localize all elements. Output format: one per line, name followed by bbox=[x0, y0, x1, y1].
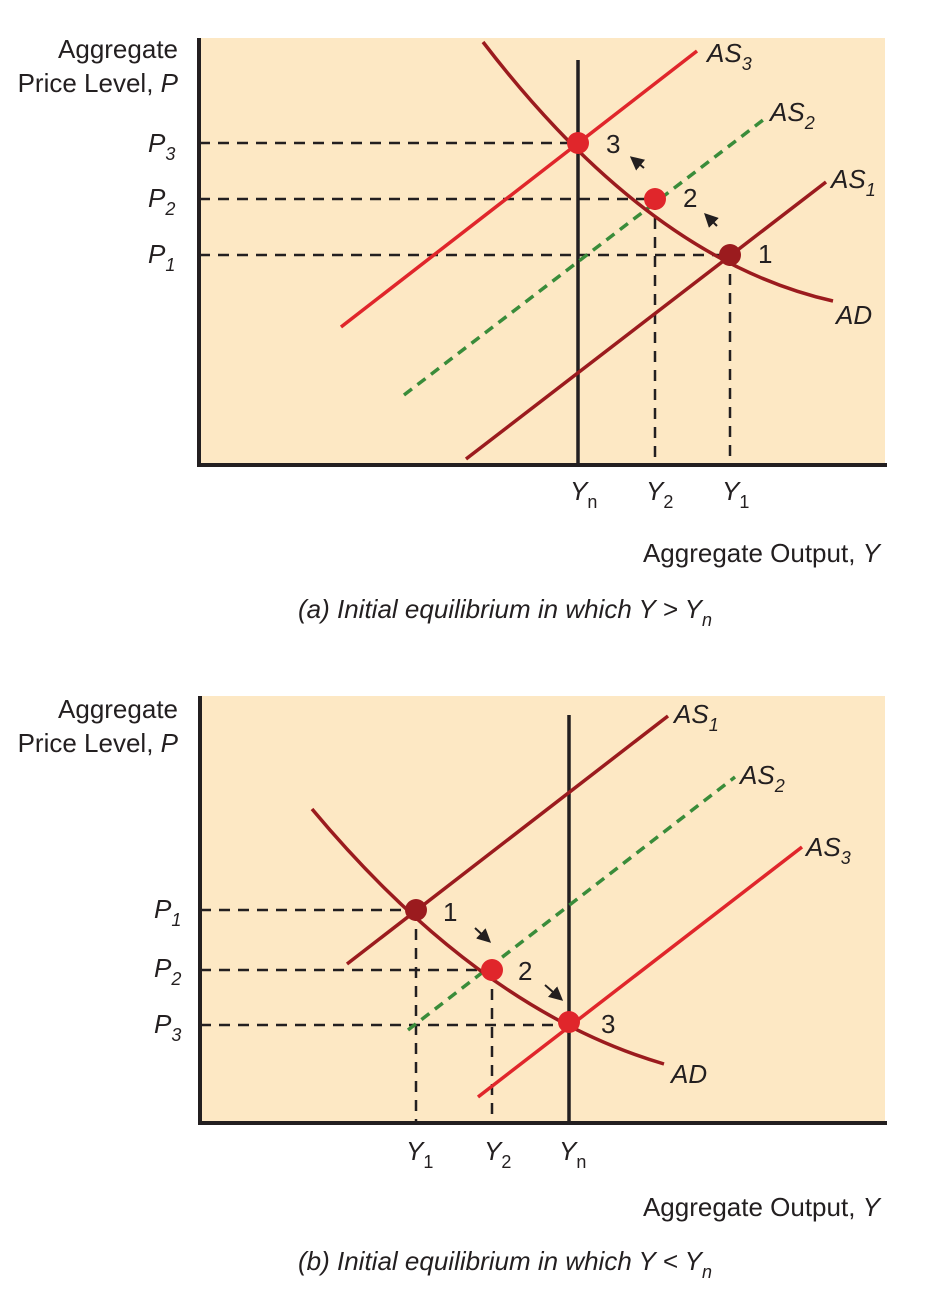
panel-a-as2-curve bbox=[402, 115, 769, 397]
panel-b-yn-tick: Yn bbox=[559, 1136, 586, 1172]
panel-b-as1-curve bbox=[345, 714, 670, 966]
panel-b-guide-lines bbox=[200, 908, 569, 1123]
panel-a-yn-tick: Yn bbox=[570, 476, 597, 512]
panel-a-p3-tick: P3 bbox=[148, 128, 175, 164]
panel-b-x-axis-title: Aggregate Output, Y bbox=[643, 1192, 882, 1222]
panel-a-axes bbox=[197, 38, 887, 467]
panel-a-ad-curve bbox=[481, 40, 834, 303]
panel-a: 3 2 1 AS3 AS2 AS1 AD P3 P2 P1 Yn Y2 Y1 A… bbox=[18, 34, 887, 630]
panel-a-p1-tick: P1 bbox=[148, 239, 175, 275]
panel-a-as2-label: AS2 bbox=[768, 97, 815, 133]
panel-b-axes bbox=[198, 696, 887, 1125]
panel-b-point-1-label: 1 bbox=[443, 897, 457, 927]
panel-a-arrow-1-to-2 bbox=[704, 213, 719, 228]
panel-b-arrow-1-to-2 bbox=[474, 927, 492, 943]
panel-a-as3-label: AS3 bbox=[705, 38, 752, 74]
panel-b-p1-tick: P1 bbox=[154, 894, 181, 930]
panel-a-point-2 bbox=[644, 188, 666, 210]
panel-b-as3-label: AS3 bbox=[804, 832, 851, 868]
panel-b-y2-tick: Y2 bbox=[484, 1136, 511, 1172]
panel-a-p2-tick: P2 bbox=[148, 183, 175, 219]
panel-b-as2-curve bbox=[406, 775, 737, 1032]
panel-b-as1-label: AS1 bbox=[672, 699, 719, 735]
panel-b-as3-curve bbox=[476, 845, 804, 1099]
panel-a-point-3 bbox=[567, 132, 589, 154]
panel-b-arrow-2-to-3 bbox=[544, 984, 564, 1001]
panel-b: 1 2 3 AS1 AS2 AS3 AD P1 P2 P3 Y1 Y2 Yn A… bbox=[18, 694, 887, 1282]
panel-a-x-axis-title: Aggregate Output, Y bbox=[643, 538, 882, 568]
panel-a-y1-tick: Y1 bbox=[722, 476, 749, 512]
panel-a-y-axis-title-line2: Price Level, P bbox=[18, 68, 179, 98]
panel-a-plot-area bbox=[199, 38, 885, 465]
panel-a-arrow-2-to-3 bbox=[629, 156, 646, 171]
panel-b-as2-label: AS2 bbox=[738, 760, 785, 796]
panel-b-y-axis-title-line1: Aggregate bbox=[58, 694, 178, 724]
panel-a-point-2-label: 2 bbox=[683, 183, 697, 213]
panel-a-caption: (a) Initial equilibrium in which Y > Yn bbox=[298, 594, 712, 630]
panel-b-ad-label: AD bbox=[669, 1059, 707, 1089]
panel-b-y-axis-title-line2: Price Level, P bbox=[18, 728, 179, 758]
panel-b-point-3 bbox=[558, 1011, 580, 1033]
panel-a-y-axis-title-line1: Aggregate bbox=[58, 34, 178, 64]
panel-a-ad-label: AD bbox=[834, 300, 872, 330]
panel-a-y2-tick: Y2 bbox=[646, 476, 673, 512]
panel-b-point-2 bbox=[481, 959, 503, 981]
panel-b-caption: (b) Initial equilibrium in which Y < Yn bbox=[298, 1246, 712, 1282]
panel-a-point-3-label: 3 bbox=[606, 129, 620, 159]
panel-b-y1-tick: Y1 bbox=[406, 1136, 433, 1172]
panel-a-point-1-label: 1 bbox=[758, 239, 772, 269]
panel-b-point-3-label: 3 bbox=[601, 1009, 615, 1039]
panel-a-as1-curve bbox=[464, 180, 828, 461]
panel-b-p2-tick: P2 bbox=[154, 953, 181, 989]
panel-a-as1-label: AS1 bbox=[829, 164, 876, 200]
panel-b-point-1 bbox=[405, 899, 427, 921]
panel-a-point-1 bbox=[719, 244, 741, 266]
panel-b-point-2-label: 2 bbox=[518, 956, 532, 986]
panel-b-p3-tick: P3 bbox=[154, 1009, 181, 1045]
panel-a-as3-curve bbox=[339, 49, 699, 329]
